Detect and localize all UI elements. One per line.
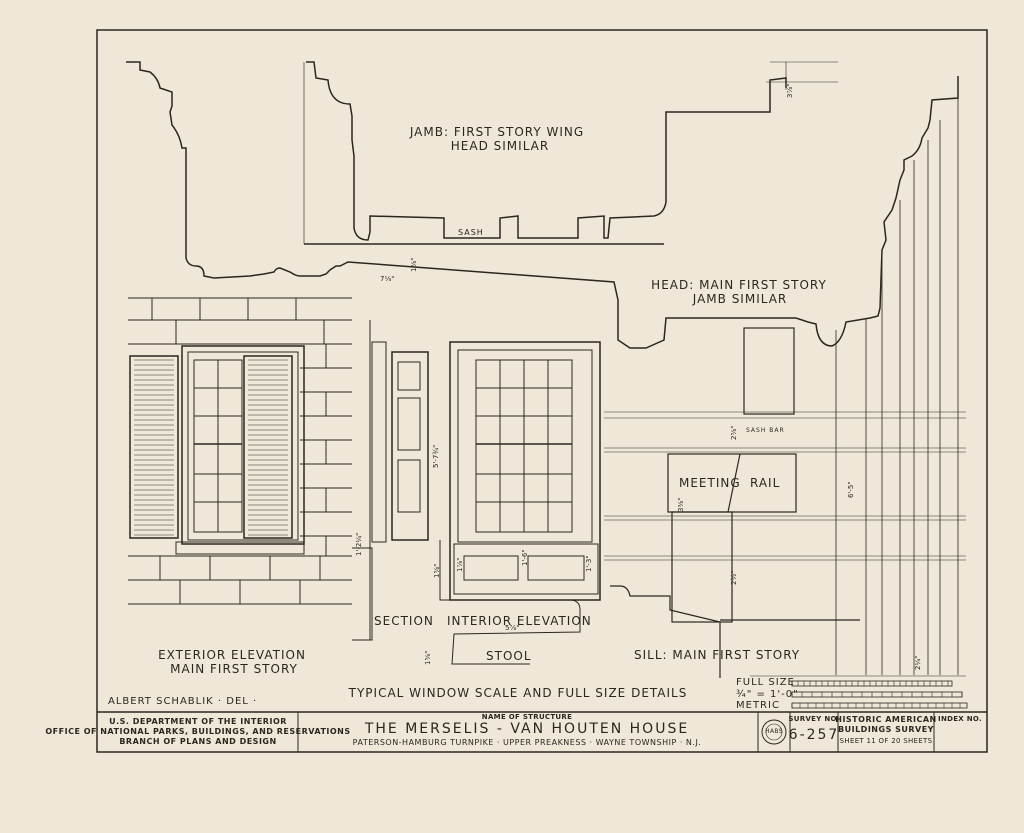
structure-name: THE MERSELIS - VAN HOUTEN HOUSE — [364, 721, 690, 737]
dim-height-right: 6'-5" — [847, 481, 855, 498]
label-rail: RAIL — [750, 476, 781, 490]
label-section: SECTION — [374, 614, 434, 628]
label-sash: SASH — [458, 228, 484, 237]
habs-line-2: BUILDINGS SURVEY — [838, 725, 934, 734]
scale-metric-label: METRIC — [736, 700, 780, 711]
dim-height-left: 5'-7¾" — [432, 444, 440, 468]
label-jamb-similar: JAMB SIMILAR — [692, 292, 788, 306]
label-head-similar: HEAD SIMILAR — [450, 139, 550, 153]
dim-width-top: 7⅛" — [380, 275, 395, 283]
habs-line-1: HISTORIC AMERICAN — [835, 715, 937, 724]
dim-stool-depth: 1⅝" — [424, 650, 432, 665]
label-stool: STOOL — [486, 649, 532, 663]
survey-number: 6-257 — [788, 727, 840, 743]
drawing-caption: TYPICAL WINDOW SCALE AND FULL SIZE DETAI… — [348, 686, 688, 700]
title-block — [97, 711, 987, 752]
scale-ticks — [791, 681, 963, 708]
right-profile-lines — [835, 76, 959, 675]
label-exterior-main: MAIN FIRST STORY — [170, 662, 298, 676]
jamb-wing-profile — [126, 61, 959, 349]
structure-address: PATERSON-HAMBURG TURNPIKE · UPPER PREAKN… — [352, 738, 702, 747]
dim-top-vert: 1⅝" — [410, 257, 418, 272]
dim-head: 3⅞" — [786, 83, 794, 98]
horizontal-guides — [604, 411, 966, 677]
scale-full-size-label: FULL SIZE — [736, 677, 795, 688]
dim-sill-left: 1'-2¼" — [355, 532, 363, 556]
dim-panel-mid: 1'-6" — [521, 549, 529, 566]
dim-panel-right: 1'-3" — [585, 555, 593, 572]
dim-right-bottom: 2¼" — [914, 655, 922, 670]
habs-seal-icon — [761, 719, 787, 745]
exterior-brick — [128, 297, 352, 605]
label-sash-bar: SASH BAR — [746, 427, 785, 434]
dim-sash-bar: 2⅝" — [730, 425, 738, 440]
sash-detail — [610, 327, 860, 678]
label-interior-elevation: INTERIOR ELEVATION — [447, 614, 592, 628]
sheet-border — [96, 29, 988, 753]
agency-line-2: OFFICE OF NATIONAL PARKS, BUILDINGS, AND… — [45, 727, 351, 736]
interior-elevation — [439, 341, 601, 665]
sheet-info: SHEET 11 OF 20 SHEETS — [839, 737, 933, 745]
shutter-slats — [134, 359, 288, 536]
section-view — [352, 320, 429, 641]
dim-panel-left: 1⅞" — [456, 557, 464, 572]
agency-line-1: U.S. DEPARTMENT OF THE INTERIOR — [109, 717, 287, 726]
exterior-window — [129, 345, 305, 555]
habs-seal-text: HABS — [765, 728, 783, 735]
dim-sill-1: 2½" — [730, 570, 738, 585]
dim-stool-left: 1⅝" — [433, 563, 441, 578]
label-jamb-wing: JAMB: FIRST STORY WING — [409, 125, 585, 139]
survey-no-label: SURVEY NO. — [788, 715, 840, 723]
delineator: ALBERT SCHABLIK · DEL · — [108, 696, 258, 707]
label-exterior-elevation: EXTERIOR ELEVATION — [158, 648, 306, 662]
structure-name-label: NAME OF STRUCTURE — [481, 713, 573, 721]
agency-line-3: BRANCH OF PLANS AND DESIGN — [119, 737, 277, 746]
scale-bars — [791, 680, 968, 709]
label-sill-main: SILL: MAIN FIRST STORY — [634, 648, 801, 662]
scale-imperial-label: ¾" = 1'-0" — [736, 689, 799, 700]
label-meeting: MEETING — [679, 476, 741, 490]
index-no-label: INDEX NO. — [938, 715, 982, 723]
label-head-main: HEAD: MAIN FIRST STORY — [651, 278, 827, 292]
dim-meeting: 3⅜" — [677, 497, 685, 512]
dim-stool-width: 5⅞" — [505, 624, 520, 632]
